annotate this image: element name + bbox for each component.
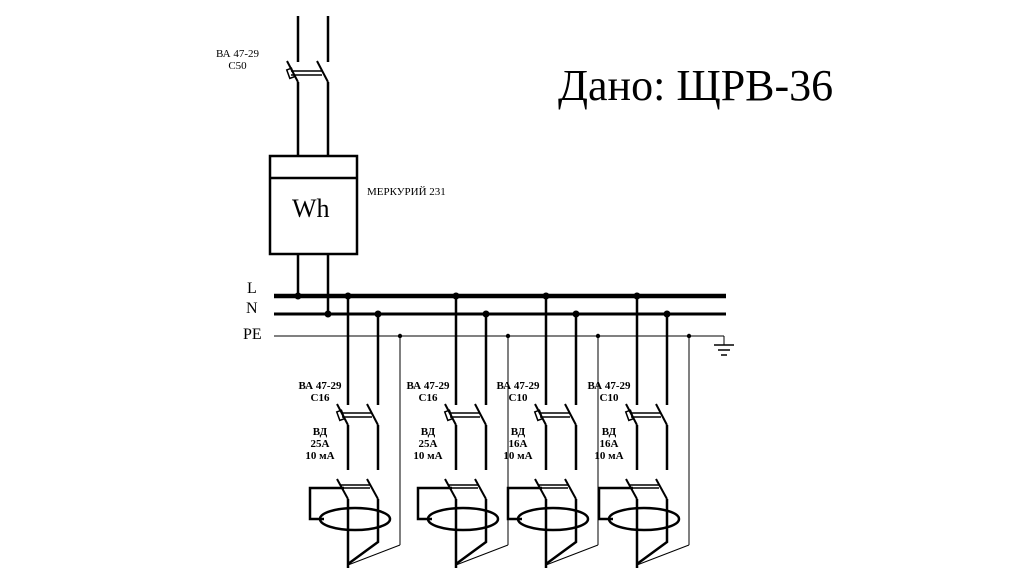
branch-3: [506, 292, 601, 568]
junction-dot-pe: [686, 333, 692, 339]
bus-pe-label: PE: [243, 326, 262, 343]
breaker-rating: С10: [508, 392, 528, 404]
main-breaker: [285, 16, 330, 156]
junction-dot-n: [482, 310, 490, 318]
junction-dot-l: [344, 292, 352, 300]
rcd-leak: 10 мА: [594, 450, 624, 462]
rcd-current: 25А: [310, 438, 330, 450]
rcd-current: 16А: [508, 438, 528, 450]
branch-rcd: [308, 478, 392, 568]
junction-dot-n: [663, 310, 671, 318]
bus-n-label: N: [246, 300, 258, 317]
branch-circuits: [308, 292, 692, 568]
breaker-rating: С16: [310, 392, 330, 404]
branch-2: [416, 292, 511, 568]
junction-dot-pe: [397, 333, 403, 339]
junction-dot-pe: [505, 333, 511, 339]
junction-dot-n: [572, 310, 580, 318]
branch-1: [308, 292, 403, 568]
meter-symbol: Wh: [292, 194, 330, 223]
rcd-label: ВД: [510, 426, 526, 438]
page-title: Дано: ЩРВ-36: [558, 61, 834, 110]
rcd-current: 25А: [418, 438, 438, 450]
rcd-current: 16А: [599, 438, 619, 450]
energy-meter: [268, 154, 359, 314]
meter-model: МЕРКУРИЙ 231: [367, 186, 446, 198]
branch-breaker: [624, 403, 668, 426]
main-breaker-model: ВА 47-29: [216, 48, 260, 60]
label-spacer: [494, 404, 542, 426]
bus-l-label: L: [247, 280, 257, 297]
main-breaker-rating: С50: [228, 60, 247, 72]
breaker-model: ВА 47-29: [298, 380, 342, 392]
breaker-rating: С16: [418, 392, 438, 404]
label-spacer: [585, 404, 633, 426]
breaker-model: ВА 47-29: [406, 380, 450, 392]
branch-breaker: [335, 403, 379, 426]
junction-dot-l: [633, 292, 641, 300]
label-spacer: [404, 404, 452, 426]
rcd-leak: 10 мА: [413, 450, 443, 462]
branch-4: [597, 292, 692, 568]
branch-rcd: [416, 478, 500, 568]
breaker-model: ВА 47-29: [587, 380, 631, 392]
junction-dot-l: [452, 292, 460, 300]
label-spacer: [296, 404, 344, 426]
junction-dot-l: [542, 292, 550, 300]
breaker-model: ВА 47-29: [496, 380, 540, 392]
rcd-label: ВД: [312, 426, 328, 438]
branch-rcd: [597, 478, 681, 568]
branch-breaker: [443, 403, 487, 426]
buses: [274, 293, 734, 356]
rcd-label: ВД: [601, 426, 617, 438]
main-breaker-label: ВА 47-29 С50: [216, 48, 259, 72]
junction-dot-n: [374, 310, 382, 318]
rcd-leak: 10 мА: [503, 450, 533, 462]
rcd-leak: 10 мА: [305, 450, 335, 462]
branch-breaker: [533, 403, 577, 426]
branch-rcd: [506, 478, 590, 568]
junction-dot-pe: [595, 333, 601, 339]
breaker-rating: С10: [599, 392, 619, 404]
rcd-label: ВД: [420, 426, 436, 438]
bus-junction-dots: [294, 292, 332, 318]
